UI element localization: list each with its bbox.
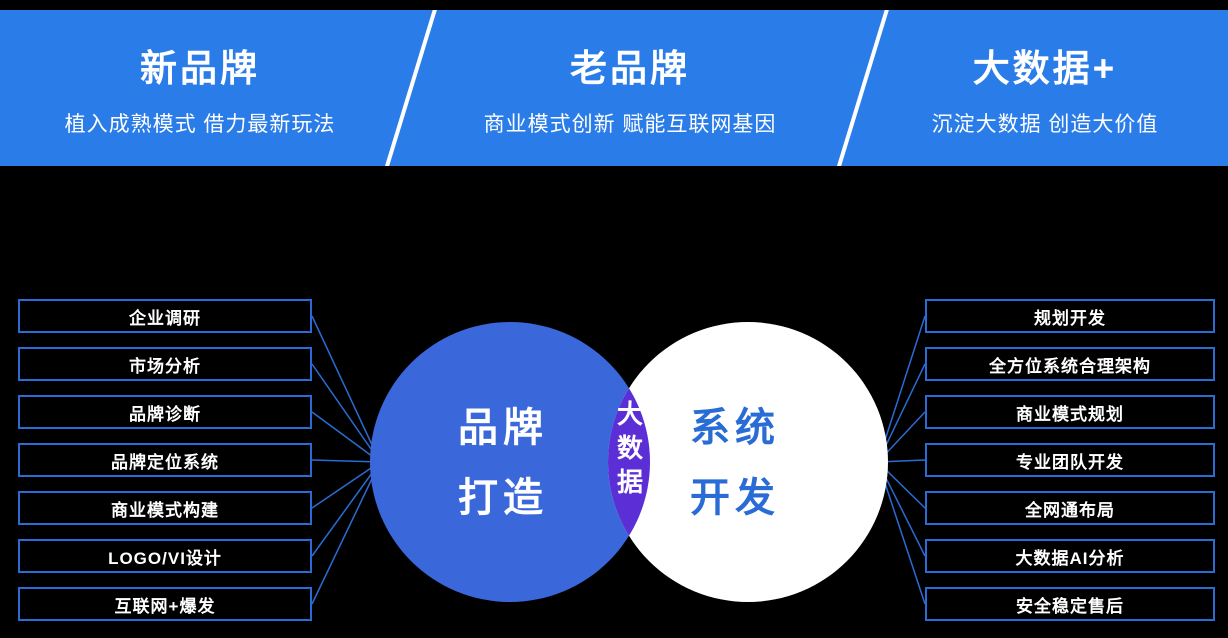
banner-subtitle-big-data: 沉淀大数据 创造大价值	[931, 113, 1159, 136]
brand-circle-line1: 品牌	[458, 406, 548, 450]
left-item-box: 商业模式构建	[18, 491, 312, 525]
banner-title-new-brand: 新品牌	[140, 48, 260, 89]
left-item-box: LOGO/VI设计	[18, 539, 312, 573]
right-item-box: 安全稳定售后	[925, 587, 1215, 621]
banner-section-big-data: 大数据+ 沉淀大数据 创造大价值	[862, 10, 1228, 166]
right-item-box: 全网通布局	[925, 491, 1215, 525]
connector-lines-left	[311, 315, 381, 605]
left-item-box: 互联网+爆发	[18, 587, 312, 621]
banner-title-big-data: 大数据+	[972, 48, 1118, 89]
banner-section-new-brand: 新品牌 植入成熟模式 借力最新玩法	[0, 10, 400, 166]
system-circle-line2: 开发	[690, 476, 780, 520]
left-item-box: 品牌定位系统	[18, 443, 312, 477]
brand-circle	[370, 322, 650, 602]
overlap-label: 大数据	[613, 400, 644, 502]
left-item-box: 市场分析	[18, 347, 312, 381]
right-item-box: 专业团队开发	[925, 443, 1215, 477]
top-banner: 新品牌 植入成熟模式 借力最新玩法 老品牌 商业模式创新 赋能互联网基因 大数据…	[0, 10, 1228, 166]
system-circle-line1: 系统	[690, 406, 780, 450]
left-item-box: 企业调研	[18, 299, 312, 333]
banner-title-old-brand: 老品牌	[570, 48, 690, 89]
right-item-box: 大数据AI分析	[925, 539, 1215, 573]
right-item-box: 全方位系统合理架构	[925, 347, 1215, 381]
brand-circle-line2: 打造	[458, 476, 548, 520]
right-item-box: 商业模式规划	[925, 395, 1215, 429]
system-circle	[608, 322, 888, 602]
system-circle-label: 系统 开发	[645, 393, 825, 533]
left-item-box: 品牌诊断	[18, 395, 312, 429]
right-item-box: 规划开发	[925, 299, 1215, 333]
banner-subtitle-new-brand: 植入成熟模式 借力最新玩法	[64, 113, 336, 136]
brand-circle-label: 品牌 打造	[413, 393, 593, 533]
banner-section-old-brand: 老品牌 商业模式创新 赋能互联网基因	[415, 10, 845, 166]
banner-subtitle-old-brand: 商业模式创新 赋能互联网基因	[483, 113, 777, 136]
